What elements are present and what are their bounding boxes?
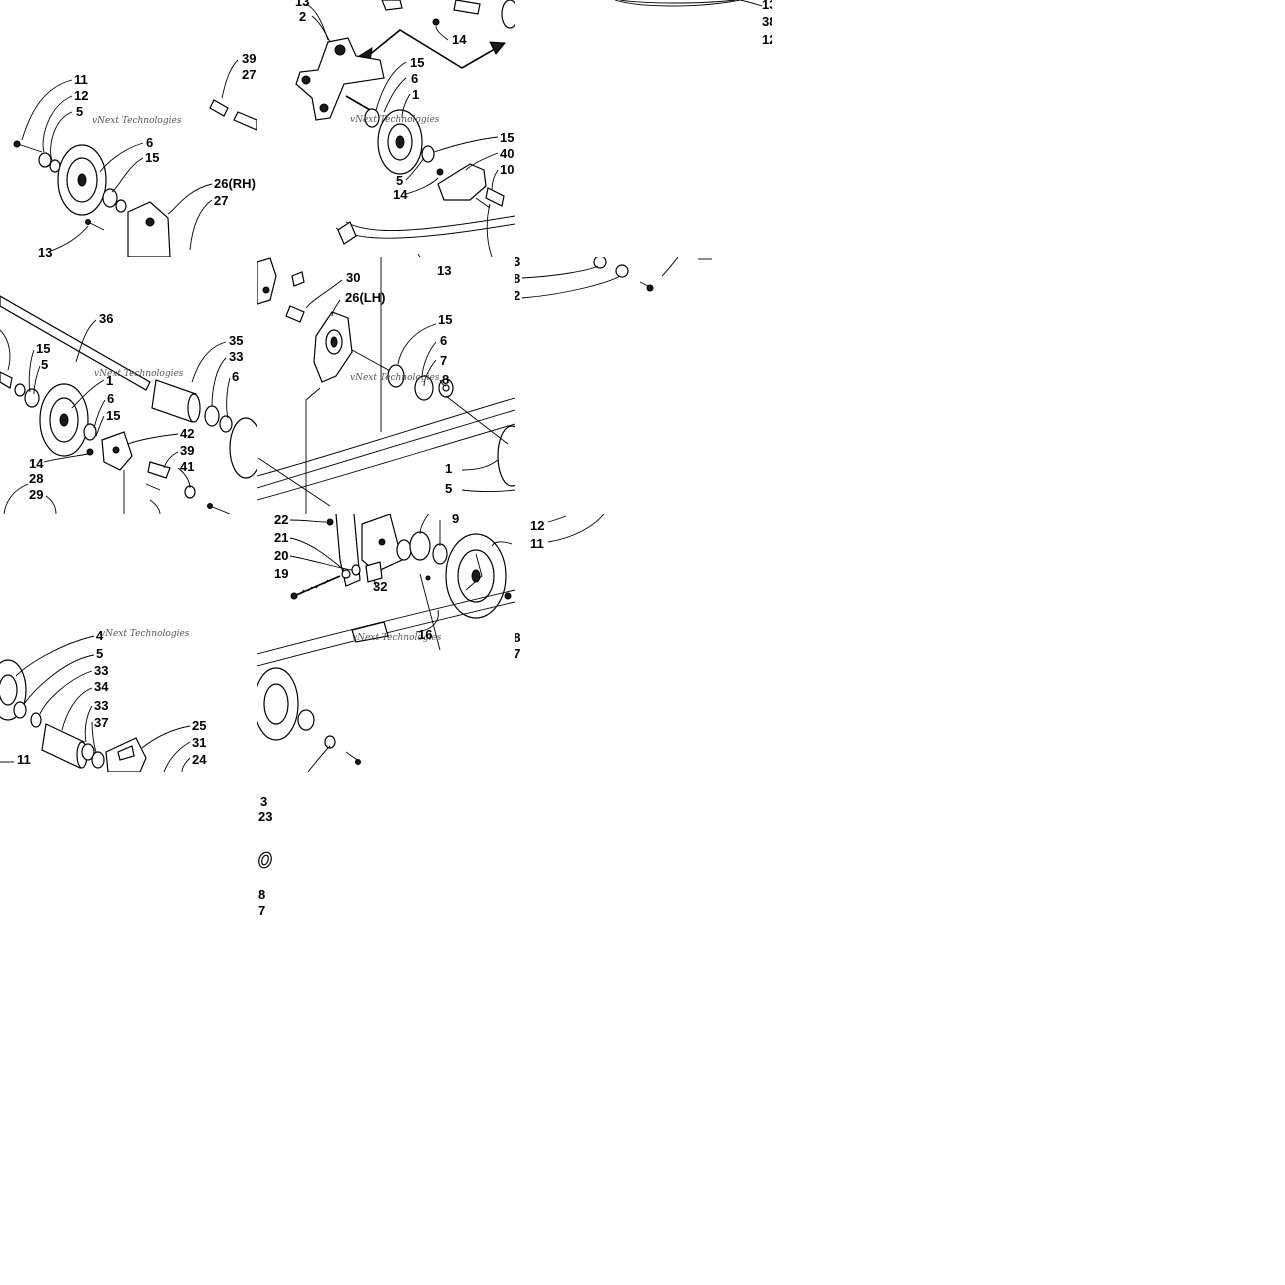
part-label: 33 xyxy=(229,349,243,364)
tile-10: 3 23 8 7 xyxy=(258,794,272,918)
part-label: 15 xyxy=(438,312,452,327)
watermark: vNext Technologies xyxy=(350,373,440,383)
tile-4: vNext Technologies 36 15 5 1 6 15 35 33 … xyxy=(0,295,257,514)
part-label: 2 xyxy=(299,9,306,24)
part-label: 22 xyxy=(274,512,288,527)
tile-9: 12 11 18 17 xyxy=(506,514,605,661)
part-label: 39 xyxy=(180,443,194,458)
part-label: 5 xyxy=(396,173,403,188)
part-label: 33 xyxy=(94,663,108,678)
watermark: vNext Technologies xyxy=(94,369,184,379)
watermark: vNext Technologies xyxy=(92,116,182,126)
part-label: 29 xyxy=(29,487,43,502)
part-label: 41 xyxy=(180,459,194,474)
part-label: 33 xyxy=(94,698,108,713)
part-label: 32 xyxy=(373,579,387,594)
tile-8: vNext Technologies 22 11 9 21 20 19 32 1… xyxy=(257,501,515,772)
part-label: 12 xyxy=(530,518,544,533)
part-label: 5 xyxy=(76,104,83,119)
part-label: 11 xyxy=(74,72,88,87)
part-label: 12 xyxy=(74,88,88,103)
part-label: 1 xyxy=(106,373,113,388)
part-label: 26(LH) xyxy=(345,290,385,305)
part-label: 17 xyxy=(506,646,520,661)
part-label: 3 xyxy=(513,254,520,269)
part-label: 10 xyxy=(500,162,514,177)
part-label: 34 xyxy=(94,679,109,694)
part-label: 15 xyxy=(500,130,514,145)
part-label: 11 xyxy=(440,501,454,516)
part-label: 6 xyxy=(411,71,418,86)
part-label: 13 xyxy=(295,0,309,9)
part-label: 15 xyxy=(410,55,424,70)
part-label: 11 xyxy=(17,752,31,767)
tile-6: 3 8 2 xyxy=(513,254,712,303)
tile-5: vNext Technologies 30 26(LH) 13 15 6 7 8… xyxy=(257,257,515,514)
part-label: 1 xyxy=(412,87,419,102)
part-label: 20 xyxy=(274,548,288,563)
part-label: 27 xyxy=(214,193,228,208)
part-label: 26(RH) xyxy=(214,176,256,191)
tile-7: vNext Technologies 4 5 33 34 33 37 25 31… xyxy=(0,628,207,772)
tile-1: vNext Technologies 11 12 5 6 15 26(RH) 2… xyxy=(13,51,257,260)
part-label: 28 xyxy=(29,471,43,486)
part-label: 12 xyxy=(762,32,776,47)
part-label: 18 xyxy=(506,630,520,645)
part-label: 4 xyxy=(96,628,104,643)
part-label: 6 xyxy=(146,135,153,150)
part-label: 11 xyxy=(530,536,544,551)
part-label: 7 xyxy=(258,903,265,918)
part-label: 38 xyxy=(762,14,776,29)
part-label: 6 xyxy=(440,333,447,348)
part-label: 30 xyxy=(346,270,360,285)
part-label: 1 xyxy=(445,461,452,476)
part-label: 5 xyxy=(41,357,48,372)
part-label: 6 xyxy=(232,369,239,384)
part-label: 15 xyxy=(106,408,120,423)
part-label: 6 xyxy=(107,391,114,406)
part-label: 40 xyxy=(500,146,514,161)
part-label: 42 xyxy=(180,426,194,441)
part-label: 9 xyxy=(452,511,459,526)
part-label: 19 xyxy=(274,566,288,581)
part-label: 36 xyxy=(99,311,113,326)
tile-3: 13 38 12 xyxy=(614,0,776,47)
watermark: vNext Technologies xyxy=(100,629,190,639)
part-label: 14 xyxy=(452,32,467,47)
part-label: 14 xyxy=(29,456,44,471)
part-label: 8 xyxy=(442,372,449,387)
watermark: vNext Technologies xyxy=(350,115,440,125)
part-label: 15 xyxy=(36,341,50,356)
part-label: 23 xyxy=(258,809,272,824)
tile-2: vNext Technologies 13 2 14 15 6 1 15 40 … xyxy=(295,0,515,257)
part-label: 8 xyxy=(258,887,265,902)
part-label: 5 xyxy=(445,481,452,496)
part-label: 3 xyxy=(260,794,267,809)
part-label: 35 xyxy=(229,333,243,348)
part-label: 37 xyxy=(94,715,108,730)
part-label: 31 xyxy=(192,735,206,750)
part-label: 13 xyxy=(437,263,451,278)
part-label: 13 xyxy=(762,0,776,12)
part-label: 24 xyxy=(192,752,207,767)
part-label: 7 xyxy=(440,353,447,368)
part-label: 13 xyxy=(38,245,52,260)
watermark: vNext Technologies xyxy=(352,633,442,643)
part-label: 8 xyxy=(513,271,520,286)
part-label: 16 xyxy=(418,627,432,642)
part-label: 5 xyxy=(96,646,103,661)
part-label: 2 xyxy=(513,288,520,303)
part-label: 39 xyxy=(242,51,256,66)
part-label: 27 xyxy=(242,67,256,82)
part-label: 15 xyxy=(145,150,159,165)
part-label: 14 xyxy=(393,187,408,202)
part-label: 25 xyxy=(192,718,206,733)
part-label: 21 xyxy=(274,530,288,545)
